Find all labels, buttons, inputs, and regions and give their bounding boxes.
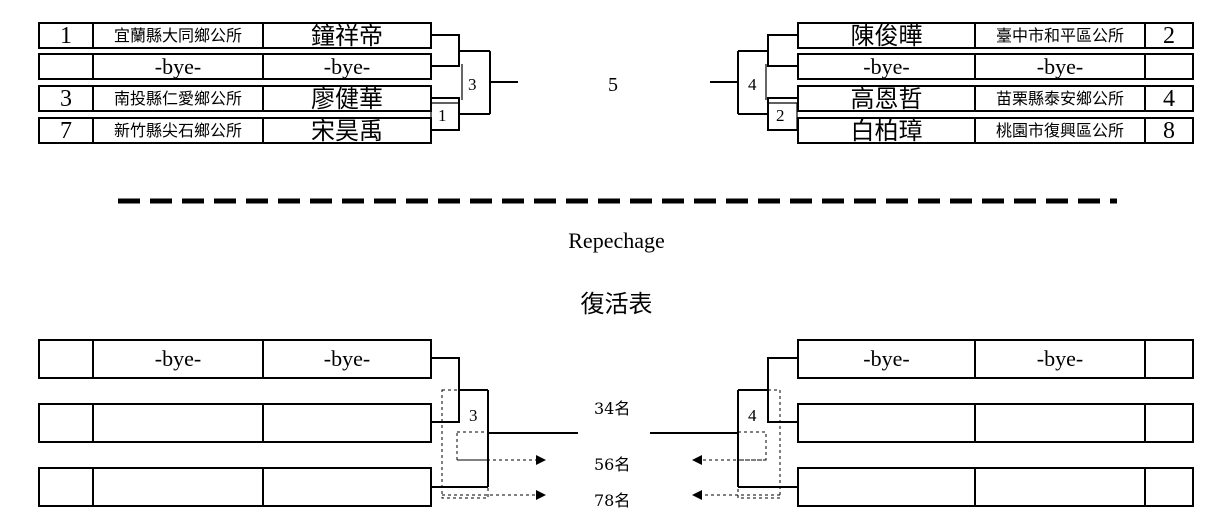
- seed-number: [1144, 469, 1192, 505]
- main-left-entry-3: 3 南投縣仁愛鄉公所 廖健華: [38, 85, 432, 112]
- seed-number: 4: [1144, 87, 1192, 110]
- organization: [974, 405, 1144, 441]
- main-right-entry-2: -bye- -bye-: [797, 53, 1194, 80]
- rep-right-arrowhead-78: [692, 490, 702, 500]
- athlete-name: -bye-: [863, 55, 910, 78]
- athlete-name: -bye-: [262, 341, 430, 377]
- athlete-name: [262, 405, 430, 441]
- athlete-name: 高恩哲: [850, 87, 923, 110]
- rep-left-entry-2: [38, 403, 432, 443]
- athlete-name: 白柏璋: [850, 119, 923, 142]
- main-right-entry-3: 高恩哲 苗栗縣泰安鄉公所 4: [797, 85, 1194, 112]
- organization: 新竹縣尖石鄉公所: [92, 119, 262, 142]
- rep-left-arrowhead-78: [536, 490, 546, 500]
- organization: [92, 469, 262, 505]
- athlete-name: 廖健華: [262, 87, 430, 110]
- main-right-entry-1: 陳俊曄 臺中市和平區公所 2: [797, 22, 1194, 49]
- main-right-entry-4: 白柏璋 桃園市復興區公所 8: [797, 117, 1194, 144]
- rep-right-dotted-box: [737, 389, 781, 499]
- seed-number: 3: [60, 87, 72, 110]
- organization: -bye-: [974, 341, 1144, 377]
- seed-number: [40, 341, 92, 377]
- match-number-2: 2: [776, 106, 785, 125]
- seed-number: 7: [60, 119, 72, 142]
- seed-number: [40, 469, 92, 505]
- organization: 宜蘭縣大同鄉公所: [92, 24, 262, 47]
- rep-right-entry-3: [797, 467, 1194, 507]
- athlete-name: [799, 405, 974, 441]
- main-left-entry-2: -bye- -bye-: [38, 53, 432, 80]
- organization: [92, 405, 262, 441]
- placement-78: 78名: [594, 491, 631, 510]
- rep-right-dotted-inner: [737, 431, 767, 461]
- seed-number: [1144, 341, 1192, 377]
- rep-right-upper-connector: [767, 357, 797, 423]
- placement-34: 34名: [594, 399, 631, 418]
- rep-left-arrowhead-56: [536, 455, 546, 465]
- athlete-name: -bye-: [262, 55, 430, 78]
- organization: 南投縣仁愛鄉公所: [92, 87, 262, 110]
- seed-number: [40, 55, 92, 78]
- organization: [974, 469, 1144, 505]
- repechage-title-en: Repechage: [568, 228, 665, 253]
- main-left-entry-4: 7 新竹縣尖石鄉公所 宋昊禹: [38, 117, 432, 144]
- rep-right-arrowhead-56: [692, 455, 702, 465]
- final-match-number: 5: [608, 74, 618, 96]
- match-number-4: 4: [748, 75, 757, 94]
- organization: 苗栗縣泰安鄉公所: [974, 87, 1144, 110]
- organization: -bye-: [974, 55, 1144, 78]
- organization: 臺中市和平區公所: [974, 24, 1144, 47]
- seed-number: 8: [1144, 119, 1192, 142]
- main-left-entry-1: 1 宜蘭縣大同鄉公所 鐘祥帝: [38, 22, 432, 49]
- seed-number: [1144, 405, 1192, 441]
- athlete-name: [799, 469, 974, 505]
- athlete-name: 宋昊禹: [262, 119, 430, 142]
- rep-left-entry-3: [38, 467, 432, 507]
- match-number-3: 3: [468, 75, 477, 94]
- athlete-name: -bye-: [863, 346, 910, 371]
- rep-left-dotted-inner: [456, 431, 489, 461]
- organization: -bye-: [92, 341, 262, 377]
- organization: -bye-: [92, 55, 262, 78]
- placement-56: 56名: [594, 455, 631, 474]
- main-left-q1-connector: [431, 34, 460, 67]
- rep-right-entry-1: -bye- -bye-: [797, 339, 1194, 379]
- rep-right-entry-2: [797, 403, 1194, 443]
- seed-number: [1144, 55, 1192, 78]
- seed-number: 2: [1144, 24, 1192, 47]
- repechage-title-zh: 復活表: [580, 290, 653, 318]
- rep-left-entry-1: -bye- -bye-: [38, 339, 432, 379]
- athlete-name: 陳俊曄: [850, 24, 923, 47]
- athlete-name: [262, 469, 430, 505]
- match-number-1: 1: [438, 106, 447, 125]
- organization: 桃園市復興區公所: [974, 119, 1144, 142]
- seed-number: 1: [60, 24, 72, 47]
- athlete-name: 鐘祥帝: [262, 24, 430, 47]
- main-right-q1-connector: [767, 34, 797, 67]
- rep-match-number-3: 3: [469, 406, 478, 425]
- rep-left-dotted-box: [441, 389, 489, 499]
- rep-match-number-4: 4: [748, 406, 757, 425]
- seed-number: [40, 405, 92, 441]
